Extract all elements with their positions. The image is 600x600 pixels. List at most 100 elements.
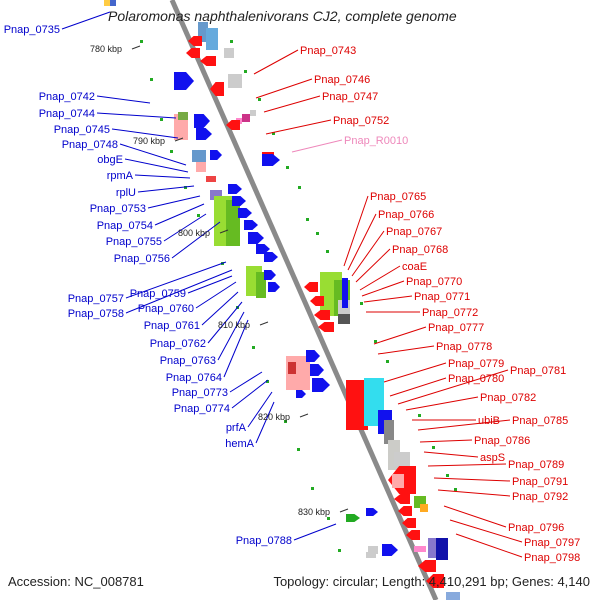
gene-features (104, 0, 460, 600)
gene-label-right: Pnap_0780 (448, 373, 504, 385)
leader-line-left (293, 523, 337, 541)
gene-feature (198, 22, 208, 42)
position-tick-dot (140, 40, 143, 43)
gene-label-right: ubiB (478, 415, 500, 427)
gene-arrow (304, 282, 318, 292)
gene-label-right: Pnap_0766 (378, 209, 434, 221)
position-tick-dot (327, 517, 330, 520)
leader-line-right (389, 377, 447, 397)
gene-arrow (398, 506, 412, 516)
gene-label-left: Pnap_0761 (144, 320, 200, 332)
gene-label-left: Pnap_0735 (4, 24, 60, 36)
position-tick-dot (418, 414, 421, 417)
leader-line-right (343, 195, 369, 267)
position-tick-dot (298, 186, 301, 189)
position-tick-dot (258, 98, 261, 101)
scale-tick-label: 830 kbp (298, 507, 330, 517)
gene-feature (366, 552, 376, 558)
leader-line-right (253, 49, 299, 75)
gene-label-right: Pnap_0786 (474, 435, 530, 447)
map-title: Polaromonas naphthalenivorans CJ2, compl… (108, 8, 457, 24)
gene-label-right: Pnap_0747 (322, 91, 378, 103)
position-tick-dot (446, 474, 449, 477)
leader-line-right (363, 295, 413, 303)
gene-arrow (232, 196, 246, 206)
gene-label-right: Pnap_0746 (314, 74, 370, 86)
gene-feature (384, 420, 394, 444)
gene-arrow (174, 72, 194, 90)
gene-feature (210, 190, 222, 200)
gene-arrow (226, 120, 240, 130)
gene-arrow (244, 220, 258, 230)
leader-line-left (154, 203, 205, 226)
gene-arrow (426, 574, 444, 588)
leader-line-right (255, 78, 313, 99)
position-tick-dot (160, 118, 163, 121)
gene-arrow (418, 560, 436, 572)
position-tick-dot (244, 70, 247, 73)
gene-arrow (394, 494, 410, 504)
gene-arrow (268, 282, 280, 292)
leader-line-left (247, 391, 273, 428)
gene-arrow (306, 350, 320, 362)
gene-label-right: coaE (402, 261, 427, 273)
genome-backbone (169, 0, 439, 600)
scale-tick-label: 780 kbp (90, 44, 122, 54)
gene-feature (192, 150, 206, 162)
gene-label-left: rplU (116, 187, 136, 199)
gene-arrow (402, 518, 416, 528)
gene-label-left: Pnap_0742 (39, 91, 95, 103)
leader-line-right (423, 451, 479, 458)
gene-label-right: Pnap_0772 (422, 307, 478, 319)
leader-line-left (147, 195, 201, 209)
leader-line-left (201, 291, 239, 326)
leader-line-left (229, 371, 263, 393)
gene-feature (242, 114, 250, 122)
gene-label-right: Pnap_0797 (524, 537, 580, 549)
position-tick-dot (297, 448, 300, 451)
gene-feature (196, 162, 206, 172)
leader-line-right (263, 95, 321, 113)
gene-arrow (248, 232, 264, 244)
leader-line-left (125, 269, 233, 314)
gene-feature (368, 546, 378, 554)
leader-line-right (455, 533, 523, 558)
gene-label-right: Pnap_0778 (436, 341, 492, 353)
position-tick-dot (272, 132, 275, 135)
position-tick-dot (316, 232, 319, 235)
scale-tick-mark (299, 413, 309, 418)
leader-line-left (134, 174, 191, 179)
position-tick-dot (197, 214, 200, 217)
gene-label-right: Pnap_0743 (300, 45, 356, 57)
gene-feature (428, 538, 438, 558)
position-tick-dot (326, 250, 329, 253)
gene-label-right: Pnap_0770 (406, 276, 462, 288)
leader-line-left (231, 379, 269, 409)
gene-arrow (366, 508, 378, 516)
gene-label-right: Pnap_0789 (508, 459, 564, 471)
gene-label-left: Pnap_0764 (166, 372, 222, 384)
position-tick-dot (454, 488, 457, 491)
leader-line-left (217, 311, 245, 361)
scale-tick-mark (259, 321, 269, 326)
leader-line-left (163, 213, 207, 242)
gene-label-right: Pnap_0765 (370, 191, 426, 203)
leader-line-right (373, 326, 427, 345)
gene-feature (346, 380, 368, 430)
ticks-layer (140, 40, 457, 552)
leader-line-right (443, 505, 507, 528)
gene-arrow (194, 114, 210, 128)
gene-feature (224, 48, 234, 58)
leader-line-right (397, 369, 509, 405)
position-tick-dot (432, 446, 435, 449)
gene-feature (392, 474, 404, 488)
leader-line-left (124, 158, 189, 173)
leader-line-left (61, 11, 111, 30)
gene-feature (446, 592, 460, 600)
scale-tick-mark (339, 508, 349, 513)
gene-arrow (310, 364, 324, 376)
gene-label-left: Pnap_0774 (174, 403, 230, 415)
gene-arrow (264, 270, 276, 280)
gene-feature (178, 112, 188, 120)
position-tick-dot (311, 487, 314, 490)
